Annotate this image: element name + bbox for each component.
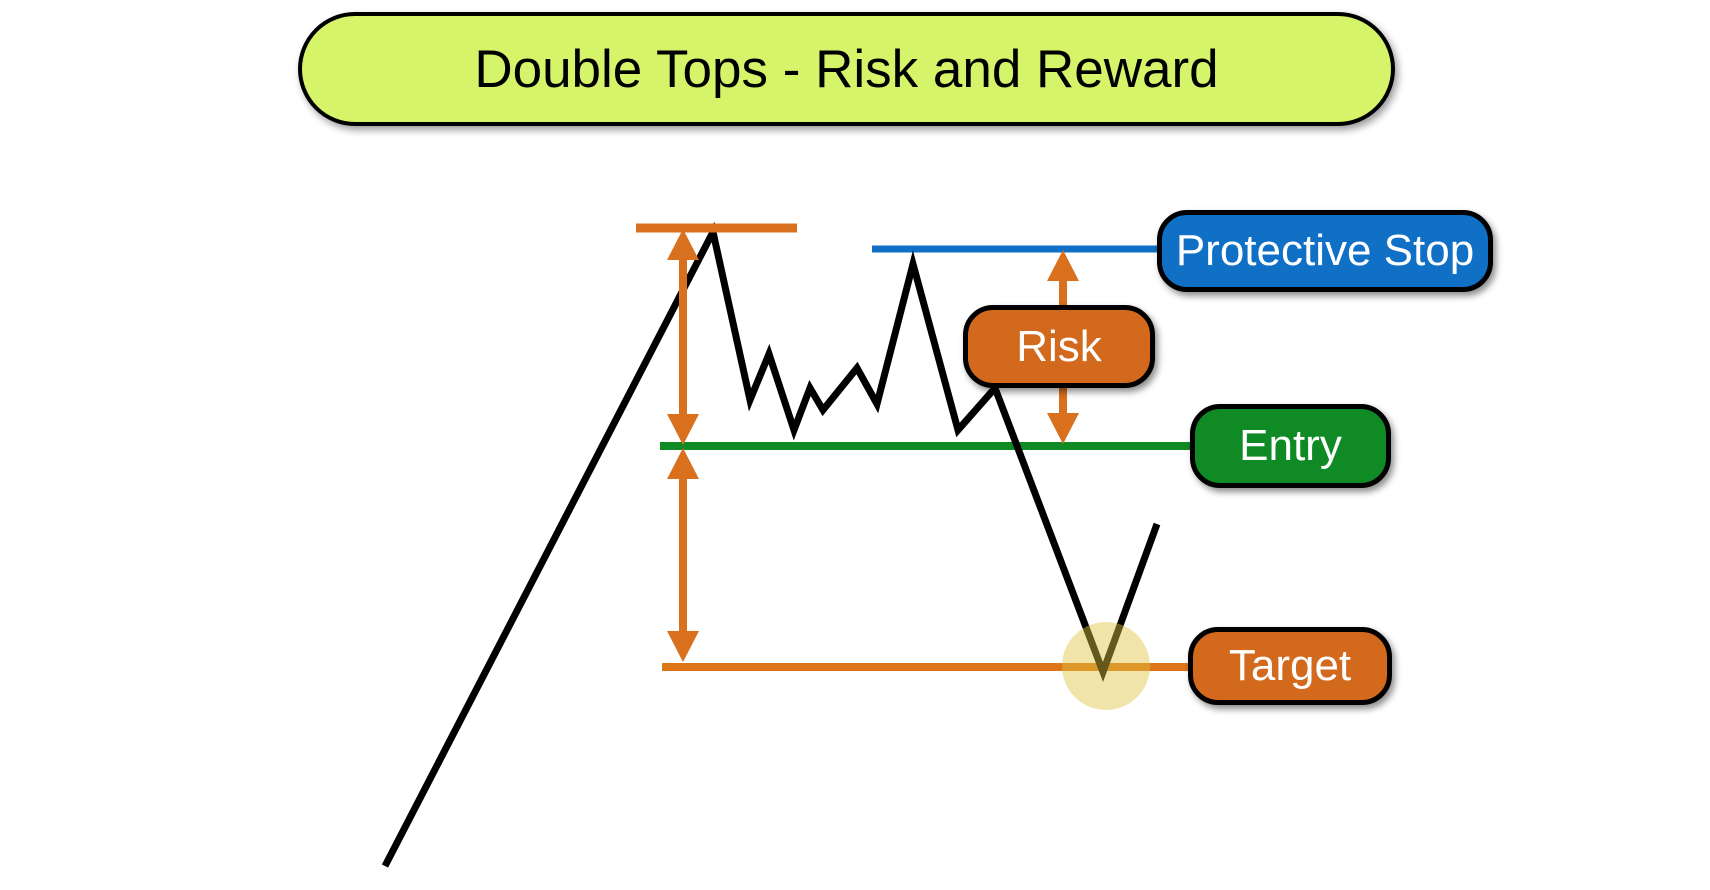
target-projection-arrow	[667, 448, 699, 662]
target-label: Target	[1188, 627, 1392, 705]
risk-text: Risk	[1016, 321, 1102, 371]
price-path	[381, 221, 1161, 868]
protective-stop-text: Protective Stop	[1175, 226, 1475, 275]
target-text: Target	[1228, 641, 1352, 690]
protective-stop-label: Protective Stop	[1157, 210, 1493, 292]
pattern-height-arrow	[667, 229, 699, 445]
risk-label: Risk	[963, 305, 1155, 388]
entry-text: Entry	[1239, 421, 1342, 470]
title-banner: Double Tops - Risk and Reward	[298, 12, 1395, 126]
target-hit-highlight	[1062, 622, 1150, 710]
entry-label: Entry	[1190, 404, 1391, 488]
title-text: Double Tops - Risk and Reward	[474, 39, 1219, 99]
